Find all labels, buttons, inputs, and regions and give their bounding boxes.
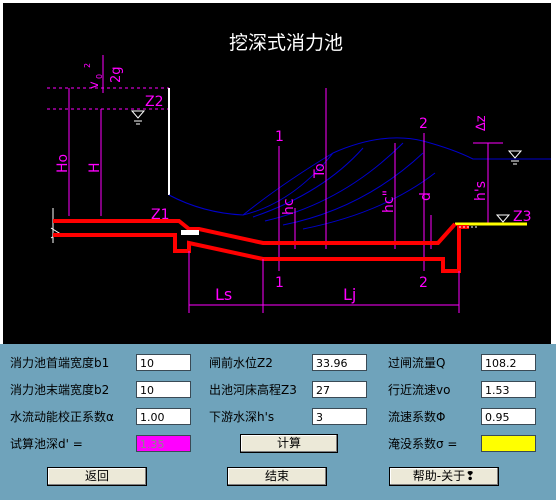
downstream-water-symbol	[507, 150, 523, 165]
h-label: H	[87, 162, 103, 173]
calculate-button[interactable]: 计算	[240, 434, 338, 453]
alpha-label: 水流动能校正系数α	[10, 410, 114, 424]
upstream-water-symbol	[130, 110, 146, 125]
gate-sill	[181, 230, 199, 235]
v0-label: 行近流速vo	[388, 383, 451, 397]
basin-floor-top	[53, 219, 457, 245]
sigma-label: 淹没系数σ =	[388, 437, 458, 451]
z3-label: Z3	[513, 209, 532, 225]
z3-input-label: 出池河床高程Z3	[209, 383, 297, 397]
hs-input[interactable]: 3	[312, 408, 367, 425]
b1-input[interactable]: 10	[136, 354, 191, 371]
v0-squared-label: v	[87, 81, 102, 89]
phi-input[interactable]: 0.95	[481, 408, 536, 425]
z2-input-label: 闸前水位Z2	[209, 356, 273, 370]
phi-label: 流速系数Φ	[388, 410, 446, 424]
alpha-input[interactable]: 1.00	[136, 408, 191, 425]
hc-label: hc	[281, 198, 297, 215]
dz-label: ∆z	[474, 115, 489, 132]
input-panel: 消力池首端宽度b1 10 闸前水位Z2 33.96 过闸流量Q 108.2 消力…	[0, 344, 556, 500]
diagram-title: 挖深式消力池	[229, 32, 343, 54]
diagram-canvas: 挖深式消力池 v 0 2 2g Z2 Ho H	[47, 32, 551, 313]
b2-label: 消力池末端宽度b2	[10, 383, 110, 397]
hc2-label: hc"	[381, 190, 397, 213]
v0-sup-label: 2	[83, 63, 92, 68]
trial-depth-label: 试算池深d' =	[10, 437, 83, 451]
trial-depth-output: 1.35	[136, 435, 191, 452]
roller-curves	[242, 142, 436, 230]
water-surface-jump	[168, 137, 551, 216]
section-2-bottom-label: 2	[419, 275, 428, 291]
lj-label: Lj	[343, 285, 356, 304]
hs-label: h's	[473, 181, 489, 201]
section-1-top-label: 1	[275, 129, 284, 145]
z2-label: Z2	[145, 94, 164, 110]
z2-input[interactable]: 33.96	[312, 354, 367, 371]
hs-input-label: 下游水深h's	[209, 410, 275, 424]
finish-button[interactable]: 结束	[227, 467, 327, 486]
2g-label: 2g	[109, 66, 124, 83]
v0-sub-label: 0	[95, 74, 104, 79]
v0-input[interactable]: 1.53	[481, 381, 536, 398]
q-input[interactable]: 108.2	[481, 354, 536, 371]
back-button[interactable]: 返回	[47, 467, 147, 486]
help-about-button[interactable]: 帮助-关于❢	[389, 467, 499, 486]
ls-label: Ls	[215, 285, 232, 304]
z3-water-symbol	[495, 214, 511, 223]
section-2-top-label: 2	[419, 116, 428, 132]
stilling-basin-diagram: 挖深式消力池 v 0 2 2g Z2 Ho H	[3, 3, 551, 344]
q-label: 过闸流量Q	[388, 356, 446, 370]
b1-label: 消力池首端宽度b1	[10, 356, 110, 370]
b2-input[interactable]: 10	[136, 381, 191, 398]
section-1-bottom-label: 1	[275, 275, 284, 291]
basin-floor-bottom	[53, 225, 469, 273]
to-label: To	[312, 163, 328, 179]
sigma-output	[481, 435, 536, 452]
ho-label: Ho	[55, 154, 71, 173]
z3-input[interactable]: 27	[312, 381, 367, 398]
left-bed-symbol	[50, 208, 60, 243]
d-label: d	[418, 192, 434, 201]
